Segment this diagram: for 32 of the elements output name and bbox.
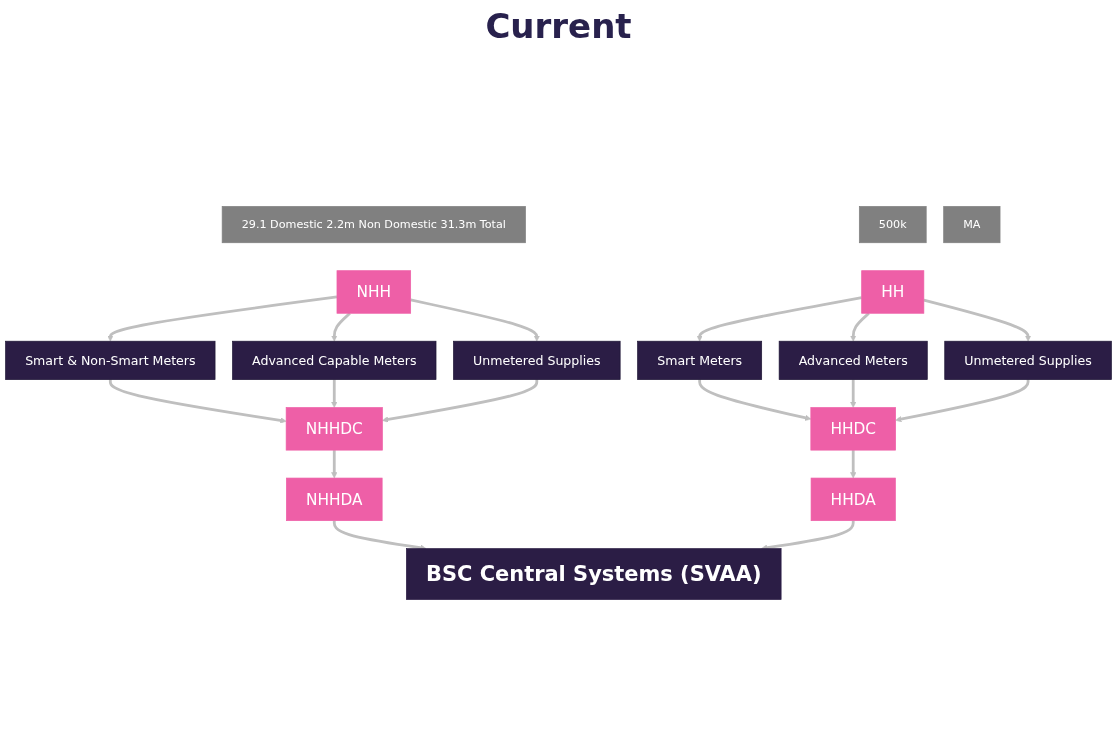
arrow <box>696 296 862 342</box>
arrow <box>923 298 1032 342</box>
diagram-title: Current <box>485 6 632 46</box>
node-box: NHHDC <box>285 407 383 451</box>
arrow <box>698 379 812 421</box>
arrow <box>850 312 870 342</box>
arrow <box>850 379 857 408</box>
node-box: Smart & Non-Smart Meters <box>5 340 216 380</box>
node-box: Advanced Meters <box>778 340 928 380</box>
arrow <box>761 520 855 551</box>
arrow <box>331 312 351 342</box>
node-box: NHH <box>336 270 412 314</box>
node-box: 29.1 Domestic 2.2m Non Domestic 31.3m Total <box>221 206 526 244</box>
arrow <box>895 379 1030 423</box>
node-box: HH <box>861 270 925 314</box>
arrow <box>850 450 857 479</box>
node-box: 500k <box>858 206 927 244</box>
node-box: Unmetered Supplies <box>453 340 621 380</box>
node-box: NHHDA <box>286 477 383 521</box>
arrow <box>410 298 540 342</box>
arrow <box>331 450 338 479</box>
node-box: MA <box>943 206 1001 244</box>
arrow <box>331 379 338 408</box>
arrow <box>108 379 287 424</box>
node-box: BSC Central Systems (SVAA) <box>406 548 782 600</box>
node-box: Smart Meters <box>637 340 763 380</box>
arrow <box>382 379 539 423</box>
node-box: HHDA <box>810 477 896 521</box>
node-box: Advanced Capable Meters <box>232 340 437 380</box>
arrow <box>107 295 338 342</box>
node-box: Unmetered Supplies <box>944 340 1112 380</box>
node-box: HHDC <box>810 407 896 451</box>
